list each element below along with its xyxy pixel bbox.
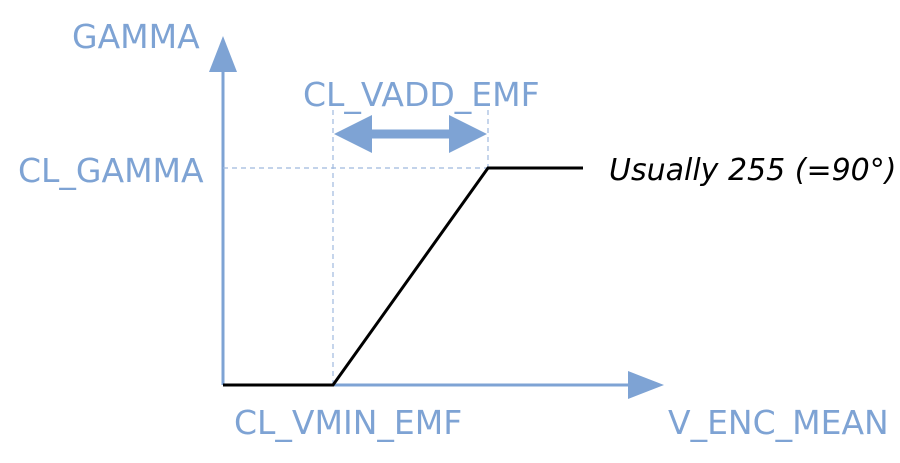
- x-axis-arrowhead: [628, 371, 664, 399]
- span-arrow-right-head: [449, 115, 487, 153]
- y-level-label: CL_GAMMA: [18, 151, 204, 190]
- span-arrow-left-head: [334, 115, 372, 153]
- gamma-curve: [223, 166, 583, 387]
- y-axis-arrowhead: [209, 36, 237, 72]
- x-axis-label: V_ENC_MEAN: [668, 403, 889, 442]
- span-label: CL_VADD_EMF: [303, 75, 540, 114]
- x-start-label: CL_VMIN_EMF: [234, 403, 462, 442]
- y-axis-label: GAMMA: [72, 17, 200, 56]
- plateau-note: Usually 255 (=90°): [609, 153, 896, 188]
